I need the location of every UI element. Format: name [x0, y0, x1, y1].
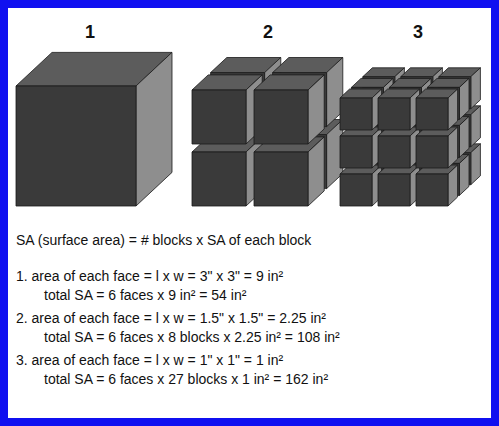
- formula-text: total SA = 6 faces x 27 blocks x 1 in² =…: [44, 371, 328, 388]
- cube-face: [340, 98, 372, 130]
- cube-face: [378, 174, 410, 206]
- cube-face: [308, 137, 324, 206]
- formula-text: total SA = 6 faces x 9 in² = 54 in²: [44, 287, 246, 304]
- cube-face: [378, 98, 410, 130]
- figure-number: 2: [263, 22, 273, 42]
- cube-face: [448, 165, 458, 206]
- cube-face: [254, 90, 308, 144]
- cube-face: [459, 154, 469, 195]
- formula-text: SA (surface area) = # blocks x SA of eac…: [16, 232, 311, 249]
- cube-face: [308, 75, 324, 144]
- formula-text: 3. area of each face = l x w = 1" x 1" =…: [16, 352, 283, 369]
- cube-face: [416, 98, 448, 130]
- cube-face: [416, 174, 448, 206]
- cube-face: [471, 106, 481, 147]
- cube-face: [471, 144, 481, 185]
- figure-number: 1: [85, 22, 95, 42]
- cube-face: [340, 174, 372, 206]
- formula-text: 2. area of each face = l x w = 1.5" x 1.…: [16, 310, 326, 327]
- cube-face: [448, 127, 458, 168]
- formula-text: 1. area of each face = l x w = 3" x 3" =…: [16, 268, 283, 285]
- cube-face: [254, 152, 308, 206]
- cube-face: [448, 89, 458, 130]
- cube-face: [459, 116, 469, 157]
- cube-face: [136, 52, 172, 206]
- cube-face: [459, 78, 469, 119]
- cube-face: [340, 136, 372, 168]
- cube-face: [471, 68, 481, 109]
- formula-text: total SA = 6 faces x 8 blocks x 2.25 in²…: [44, 329, 340, 346]
- figure-number: 3: [413, 22, 423, 42]
- cube-face: [378, 136, 410, 168]
- cube-face: [16, 86, 136, 206]
- cube-face: [192, 152, 246, 206]
- cube-face: [416, 136, 448, 168]
- cube-face: [192, 90, 246, 144]
